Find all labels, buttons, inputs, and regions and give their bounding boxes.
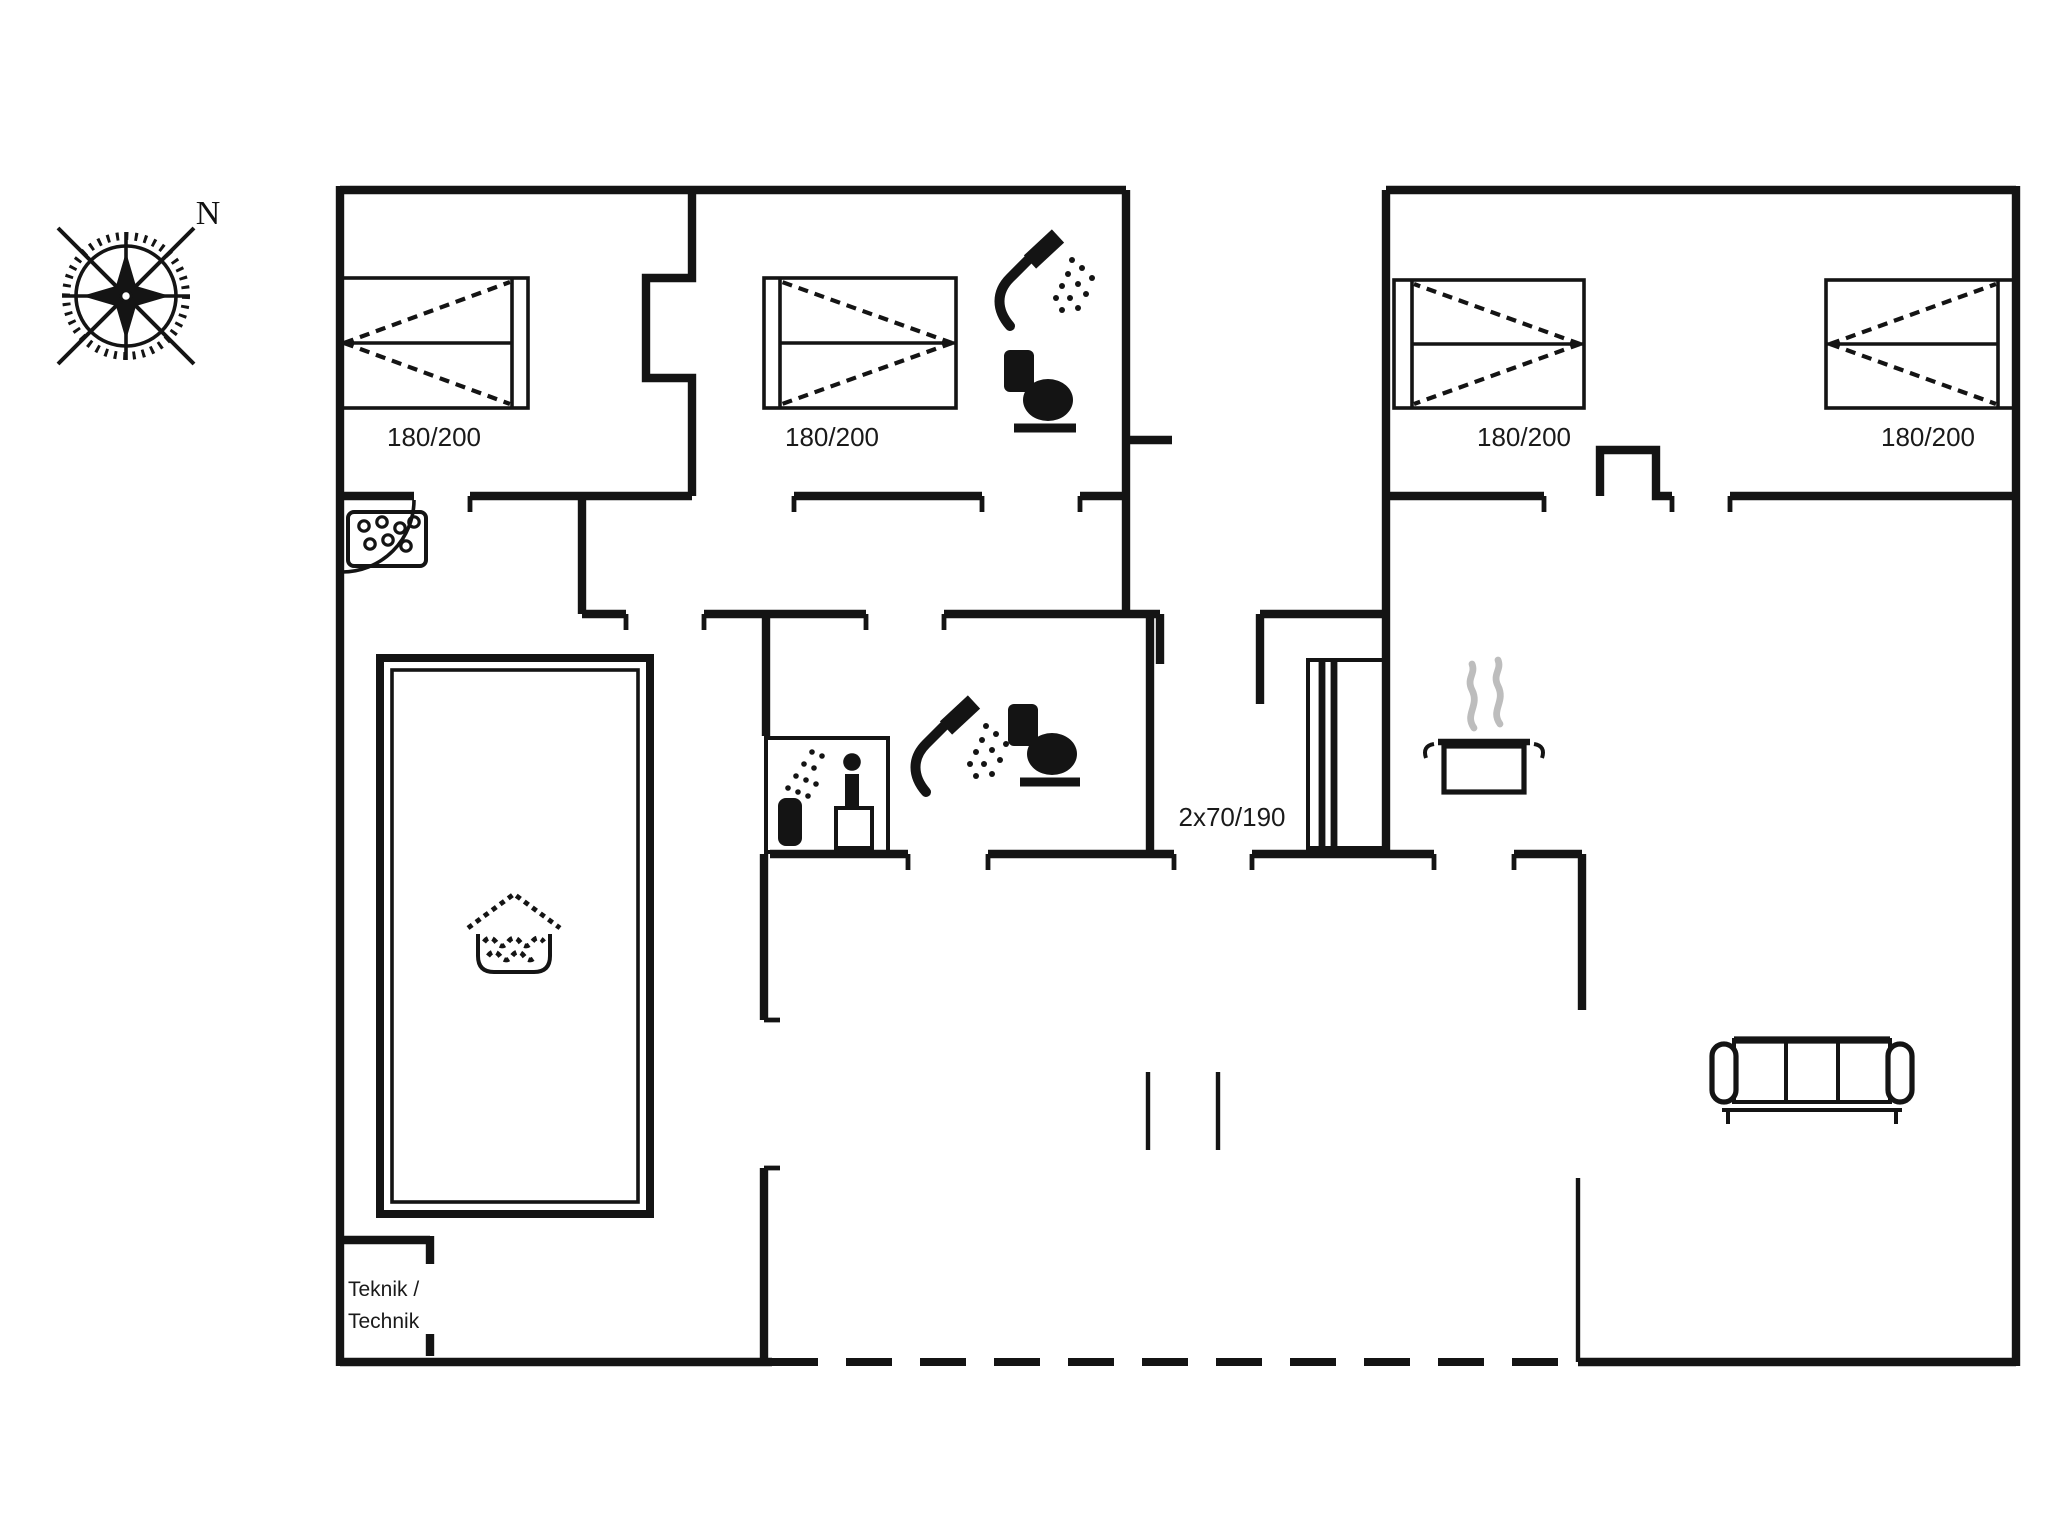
bathroom1-toilet-icon (1004, 350, 1076, 433)
bathroom2-shower-icon (910, 695, 1009, 797)
technical-room-label-line1: Teknik / (348, 1278, 419, 1301)
bunk-bed-icon (1306, 658, 1390, 850)
sauna-icon (764, 736, 890, 854)
outer-and-inner-walls (335, 185, 2021, 1367)
bathroom1-shower-icon (994, 229, 1095, 331)
pool (376, 654, 654, 1218)
hob-icon (346, 510, 428, 568)
bathroom2-toilet-icon (1008, 704, 1080, 787)
cooking-pot-icon (1423, 656, 1545, 795)
compass-rose-icon: N (56, 195, 221, 366)
bedroom3-double-bed-icon (1392, 278, 1586, 410)
bunk-bed-size-label: 2x70/190 (1179, 802, 1286, 832)
technical-room-label-line2: Technik (348, 1310, 420, 1333)
bedroom1-double-bed-icon (338, 276, 530, 410)
bedroom4-bed-size-label: 180/200 (1881, 422, 1975, 452)
bedroom1-bed-size-label: 180/200 (387, 422, 481, 452)
bedroom4-double-bed-icon (1824, 278, 2018, 410)
door-swing-icon (341, 499, 416, 574)
steam-icon (1466, 656, 1504, 732)
bedroom2-double-bed-icon (762, 276, 958, 410)
pool-icon (466, 891, 562, 974)
sofa-icon (1709, 1036, 1915, 1124)
wall-lines (335, 185, 2021, 1367)
door-jamb-ticks (467, 496, 1733, 1171)
bedroom2-bed-size-label: 180/200 (785, 422, 879, 452)
compass-north-label: N (196, 195, 221, 232)
living-room-opening-posts (1145, 1072, 1221, 1150)
bedroom3-bed-size-label: 180/200 (1477, 422, 1571, 452)
